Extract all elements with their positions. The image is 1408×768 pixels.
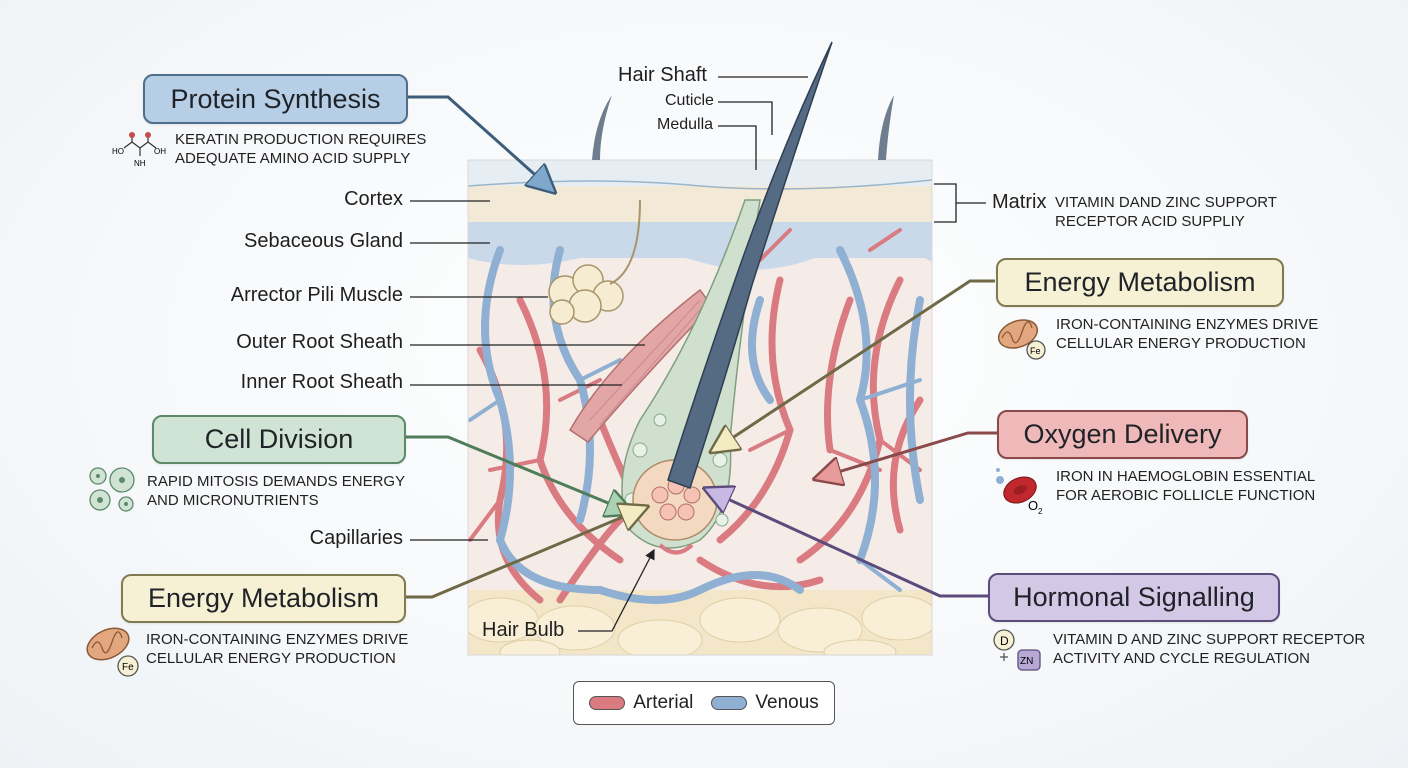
label-hair-shaft: Hair Shaft <box>618 64 707 86</box>
label-cuticle: Cuticle <box>665 92 714 109</box>
label-hair-bulb: Hair Bulb <box>482 619 565 641</box>
zinc-text: ZN <box>1020 656 1033 667</box>
ho-text: HO <box>112 147 124 156</box>
matrix-note-line-1: VITAMIN DAND ZINC SUPPORT <box>1055 194 1277 211</box>
nh2-text: NH <box>134 159 146 168</box>
mitochondria-iron-icon-right: Fe <box>997 319 1046 360</box>
callout-hormonal-signalling: Hormonal Signalling <box>988 573 1280 622</box>
label-sebaceous-gland: Sebaceous Gland <box>243 230 403 252</box>
energy-right-description: IRON-CONTAINING ENZYMES DRIVE CELLULAR E… <box>1056 315 1318 353</box>
cell-division-description: RAPID MITOSIS DEMANDS ENERGY AND MICRONU… <box>147 472 405 510</box>
callout-arrows <box>404 95 997 599</box>
matrix-note: VITAMIN DAND ZINC SUPPORT RECEPTOR ACID … <box>1055 193 1277 231</box>
hormonal-line-1: VITAMIN D AND ZINC SUPPORT RECEPTOR <box>1053 631 1366 648</box>
hair-right-illustration <box>878 95 894 160</box>
matrix-note-line-2: RECEPTOR ACID SUPPLIY <box>1055 213 1245 230</box>
oxygen-line-2: FOR AEROBIC FOLLICLE FUNCTION <box>1056 487 1316 504</box>
fe-text-right: Fe <box>1030 346 1041 356</box>
label-cortex: Cortex <box>344 188 403 210</box>
label-matrix: Matrix <box>992 191 1047 213</box>
skin-cross-section <box>468 160 932 655</box>
hair-left-illustration <box>592 95 612 160</box>
legend-venous-label: Venous <box>755 692 819 713</box>
energy-right-line-2: CELLULAR ENERGY PRODUCTION <box>1056 335 1306 352</box>
amino-acid-molecule-icon: HO OH NH <box>112 132 166 168</box>
hair-shaft-illustration <box>667 41 833 489</box>
label-medulla: Medulla <box>657 116 714 133</box>
o2-text: O <box>1028 498 1038 513</box>
hormonal-signalling-description: VITAMIN D AND ZINC SUPPORT RECEPTOR ACTI… <box>1053 630 1365 668</box>
energy-right-line-1: IRON-CONTAINING ENZYMES DRIVE <box>1056 316 1319 333</box>
dividing-cells-icon <box>89 467 135 512</box>
oxygen-line-1: IRON IN HAEMOGLOBIN ESSENTIAL <box>1056 468 1316 485</box>
energy-left-line-2: CELLULAR ENERGY PRODUCTION <box>146 650 396 667</box>
callout-protein-synthesis: Protein Synthesis <box>143 74 408 124</box>
legend-venous: Venous <box>711 692 819 714</box>
protein-synthesis-description: KERATIN PRODUCTION REQUIRES ADEQUATE AMI… <box>175 130 426 168</box>
label-outer-root-sheath: Outer Root Sheath <box>236 331 403 353</box>
label-inner-root-sheath: Inner Root Sheath <box>240 371 403 393</box>
callout-energy-metabolism-right: Energy Metabolism <box>996 258 1284 307</box>
venous-swatch <box>711 696 748 710</box>
callout-oxygen-delivery: Oxygen Delivery <box>997 410 1248 459</box>
energy-left-description: IRON-CONTAINING ENZYMES DRIVE CELLULAR E… <box>146 630 408 668</box>
legend-arterial: Arterial <box>589 692 693 714</box>
cell-line-2: AND MICRONUTRIENTS <box>147 492 319 509</box>
vitamin-d-zinc-icon: D ZN <box>993 629 1041 671</box>
callout-cell-division: Cell Division <box>152 415 406 464</box>
legend-arterial-label: Arterial <box>633 692 694 713</box>
hormonal-line-2: ACTIVITY AND CYCLE REGULATION <box>1053 650 1310 667</box>
blood-vessel-legend: Arterial Venous <box>573 681 835 725</box>
protein-line-2: ADEQUATE AMINO ACID SUPPLY <box>175 150 411 167</box>
protein-line-1: KERATIN PRODUCTION REQUIRES <box>175 131 427 148</box>
o2-subscript: 2 <box>1038 507 1043 516</box>
vitamin-d-text: D <box>1000 634 1009 648</box>
mitochondria-iron-icon: Fe <box>86 627 139 677</box>
label-capillaries: Capillaries <box>309 527 403 549</box>
fe-text: Fe <box>122 662 134 673</box>
cell-line-1: RAPID MITOSIS DEMANDS ENERGY <box>147 473 406 490</box>
oh-text: OH <box>154 147 166 156</box>
anatomy-leader-lines <box>410 76 986 632</box>
label-arrector-pili-muscle: Arrector Pili Muscle <box>230 284 403 306</box>
red-blood-cell-oxygen-icon: O 2 <box>996 468 1043 516</box>
arterial-swatch <box>589 696 626 710</box>
oxygen-delivery-description: IRON IN HAEMOGLOBIN ESSENTIAL FOR AEROBI… <box>1056 467 1315 505</box>
callout-energy-metabolism-left: Energy Metabolism <box>121 574 406 623</box>
energy-left-line-1: IRON-CONTAINING ENZYMES DRIVE <box>146 631 409 648</box>
